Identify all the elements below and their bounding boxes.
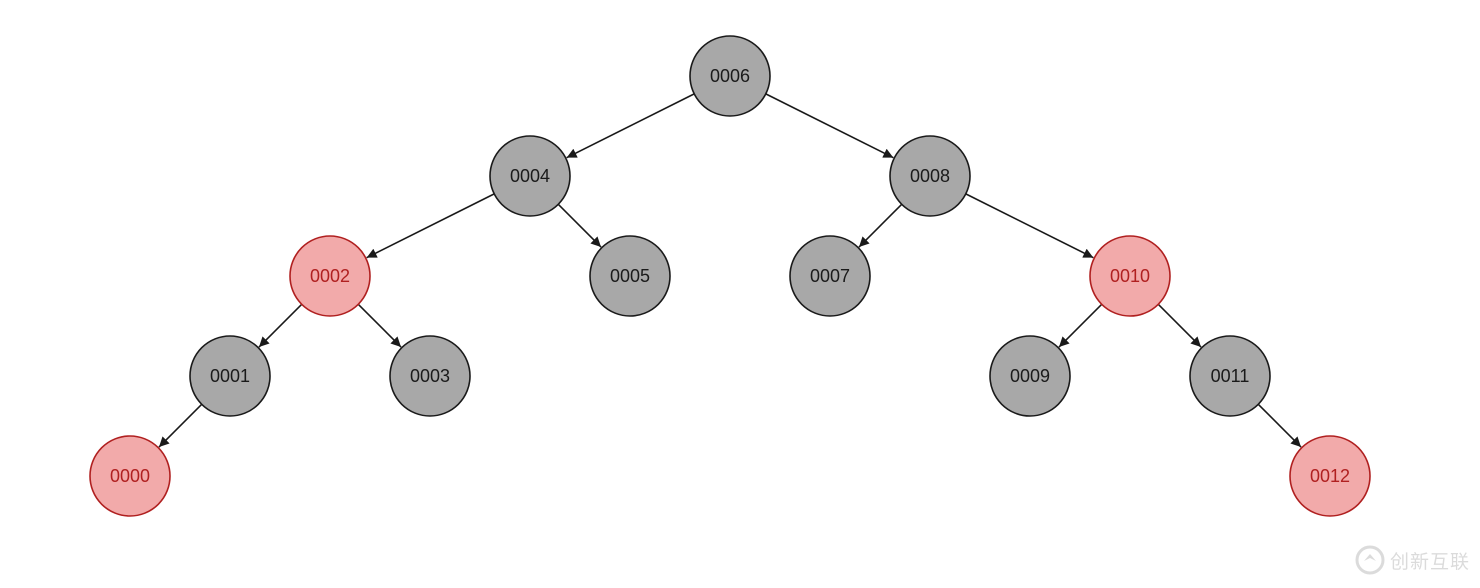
edge-arrow xyxy=(765,93,894,159)
black-node-circle xyxy=(389,335,471,417)
edge-arrow xyxy=(1257,403,1302,448)
tree-node-0003: 0003 xyxy=(389,335,471,417)
black-node-circle xyxy=(789,235,871,317)
edge-arrow xyxy=(258,303,303,348)
tree-node-0007: 0007 xyxy=(789,235,871,317)
node-label: 0011 xyxy=(1211,366,1250,386)
black-node-circle xyxy=(489,135,571,217)
red-node-circle xyxy=(289,235,371,317)
tree-node-0004: 0004 xyxy=(489,135,571,217)
red-node-circle xyxy=(89,435,171,517)
tree-node-0008: 0008 xyxy=(889,135,971,217)
watermark-text: 创新互联 xyxy=(1389,550,1470,573)
edge-arrow xyxy=(1058,303,1103,348)
tree-node-0000: 0000 xyxy=(89,435,171,517)
brand-logo-icon xyxy=(1355,545,1385,575)
tree-node-0009: 0009 xyxy=(989,335,1071,417)
node-label: 0005 xyxy=(610,266,650,286)
node-label: 0000 xyxy=(110,466,150,486)
node-label: 0003 xyxy=(410,366,450,386)
node-label: 0010 xyxy=(1110,266,1150,286)
nodes-layer: 0006 0004 0008 0002 0005 0007 0010 0001 0003 0009… xyxy=(89,35,1371,517)
edge-arrow xyxy=(557,203,602,248)
node-label: 0004 xyxy=(510,166,550,186)
tree-node-0012: 0012 xyxy=(1289,435,1371,517)
edge-arrow xyxy=(1157,303,1202,348)
tree-node-0005: 0005 xyxy=(589,235,671,317)
tree-node-0001: 0001 xyxy=(189,335,271,417)
red-node-circle xyxy=(1289,435,1371,517)
node-label: 0007 xyxy=(810,266,850,286)
black-node-circle xyxy=(589,235,671,317)
tree-node-0002: 0002 xyxy=(289,235,371,317)
edge-arrow xyxy=(858,203,903,248)
black-node-circle xyxy=(1189,335,1271,417)
edges-layer xyxy=(158,93,1302,448)
node-label: 0006 xyxy=(710,66,750,86)
edge-arrow xyxy=(965,193,1094,259)
black-node-circle xyxy=(189,335,271,417)
tree-node-0006: 0006 xyxy=(689,35,771,117)
watermark: 创新互联 xyxy=(1354,544,1470,576)
node-label: 0012 xyxy=(1310,466,1350,486)
edge-arrow xyxy=(158,403,203,448)
edge-arrow xyxy=(366,193,495,259)
node-label: 0002 xyxy=(310,266,350,286)
edge-arrow xyxy=(566,93,695,159)
black-node-circle xyxy=(889,135,971,217)
black-node-circle xyxy=(689,35,771,117)
tree-node-0011: 0011 xyxy=(1189,335,1271,417)
black-node-circle xyxy=(989,335,1071,417)
red-node-circle xyxy=(1089,235,1171,317)
node-label: 0001 xyxy=(210,366,250,386)
node-label: 0008 xyxy=(910,166,950,186)
node-label: 0009 xyxy=(1010,366,1050,386)
tree-node-0010: 0010 xyxy=(1089,235,1171,317)
edge-arrow xyxy=(357,303,402,348)
